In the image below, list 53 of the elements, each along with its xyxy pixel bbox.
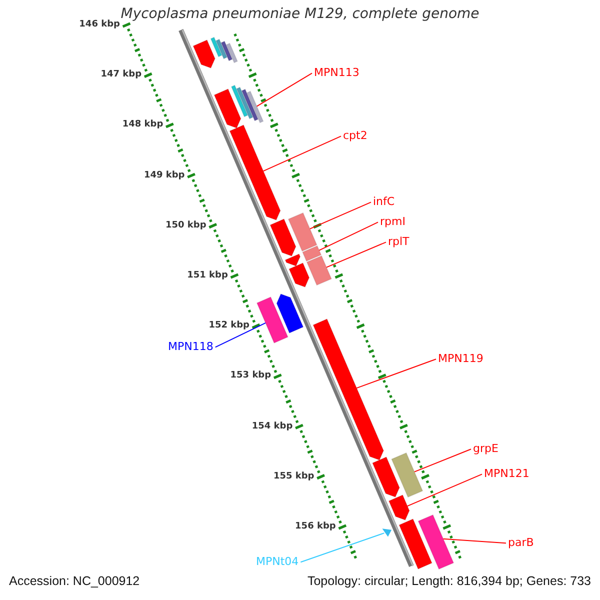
leader-line: [406, 474, 482, 507]
leader-line: [300, 532, 385, 563]
leader-line: [318, 222, 378, 251]
gene-bar: [256, 296, 289, 344]
scale-label: 156 kbp: [295, 522, 336, 532]
gene-feature: [192, 39, 216, 69]
gene-feature: [276, 293, 304, 334]
map-title: Mycoplasma pneumoniae M129, complete genome: [120, 6, 480, 22]
gene-feature: [312, 318, 384, 461]
gene-label: MPNt04: [256, 555, 299, 568]
gene-label: infC: [373, 195, 395, 208]
gene-bar: [241, 88, 259, 122]
gene-feature: [388, 494, 410, 521]
scale-label: 150 kbp: [166, 220, 206, 232]
gene-feature: [270, 218, 296, 257]
gene-label: rplT: [388, 235, 410, 248]
scale-label: 155 kbp: [273, 471, 314, 482]
gene-bar: [302, 245, 322, 262]
gene-label: MPN118: [168, 340, 214, 353]
gene-label: MPN113: [314, 66, 360, 79]
gene-bar: [418, 514, 454, 570]
scale-label: 154 kbp: [252, 421, 293, 432]
gene-label: cpt2: [343, 129, 368, 142]
gene-marker: [382, 528, 392, 537]
gene-bar: [390, 452, 424, 498]
gene-bar: [398, 518, 433, 570]
gene-label: rpmI: [380, 215, 406, 228]
scale-label: 153 kbp: [230, 370, 272, 382]
leader-line: [326, 242, 386, 268]
leader-line: [309, 202, 372, 230]
scale-label: 146 kbp: [79, 20, 120, 30]
gene-label: grpE: [473, 442, 498, 455]
scale-label: 151 kbp: [187, 270, 228, 282]
scale-label: 152 kbp: [208, 320, 250, 332]
gene-label: MPN119: [438, 352, 484, 365]
gene-feature: [214, 88, 242, 129]
gene-bar: [220, 40, 233, 62]
accession-text: Accession: NC_000912: [9, 574, 140, 588]
gene-bar: [226, 42, 238, 64]
gene-label: parB: [508, 536, 534, 549]
topology-text: Topology: circular; Length: 816,394 bp; Genes: 733: [307, 574, 591, 588]
scale-label: 148 kbp: [122, 120, 164, 131]
gene-label: MPN121: [484, 467, 530, 480]
leader-line: [356, 358, 436, 389]
scale-label: 147 kbp: [100, 70, 142, 81]
leader-line: [262, 136, 342, 172]
leader-line: [214, 322, 266, 348]
leader-line: [414, 448, 472, 472]
gene-bar: [210, 36, 222, 58]
gene-feature: [372, 456, 400, 498]
gene-feature: [229, 124, 281, 221]
scale-label: 149 kbp: [144, 170, 185, 182]
leader-line: [442, 538, 506, 544]
